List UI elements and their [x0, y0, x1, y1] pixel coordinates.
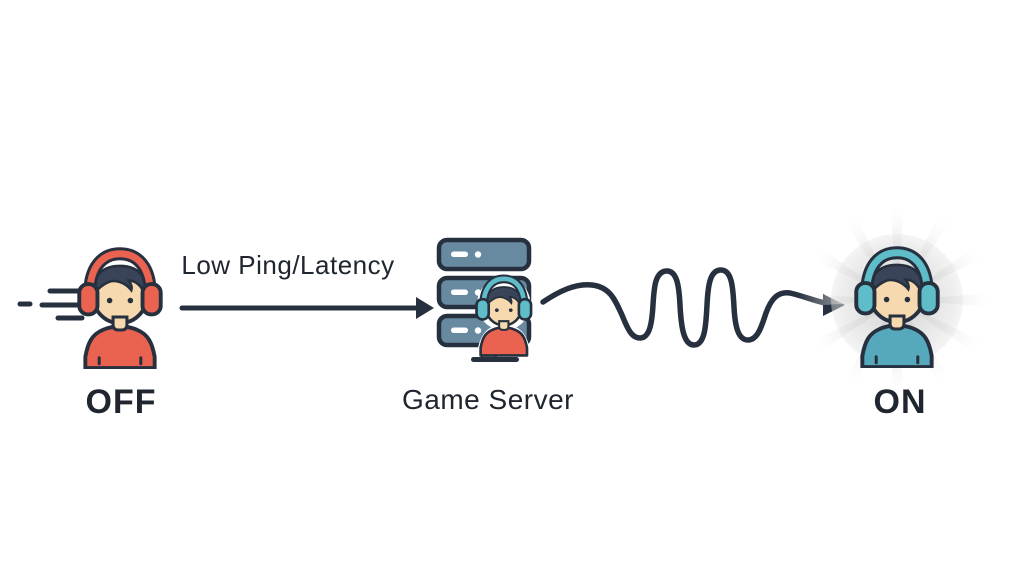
- gamer-on-avatar: [845, 238, 949, 373]
- label-on: ON: [873, 383, 927, 421]
- server-stack-icon: [436, 237, 533, 362]
- gamer-off-avatar: [68, 239, 172, 374]
- gamer-red-headset-icon: [77, 247, 163, 371]
- label-off: OFF: [85, 383, 157, 421]
- low-ping-label: Low Ping/Latency: [181, 250, 395, 280]
- game-server-label: Game Server: [402, 384, 574, 415]
- speed-lines-icon: [17, 288, 85, 321]
- server-mini-gamer-icon: [475, 274, 533, 357]
- low-ping-arrow-icon: [179, 297, 434, 319]
- gamer-teal-headset-icon: [854, 246, 940, 370]
